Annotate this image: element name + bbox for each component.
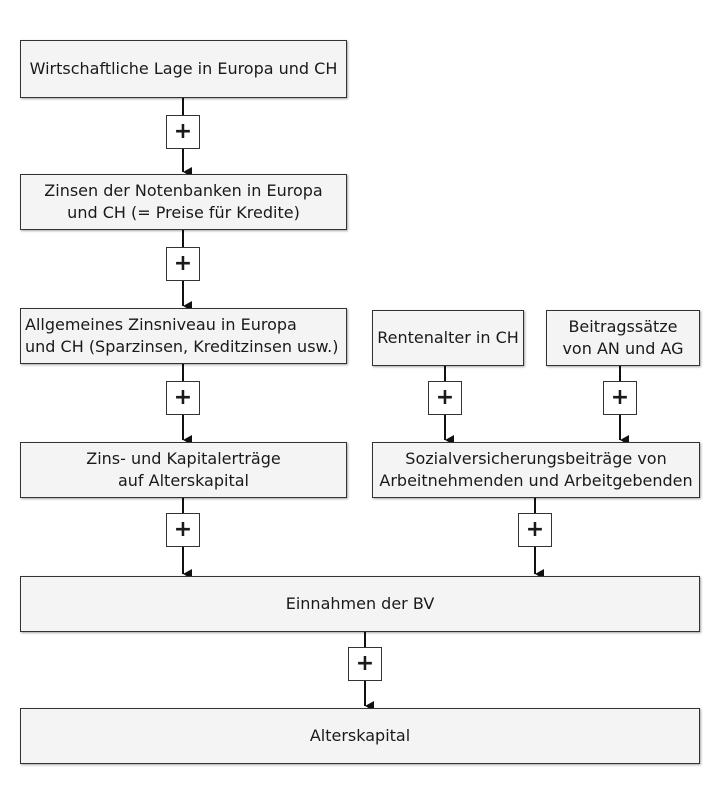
box-alterskapital: Alterskapital [20, 708, 700, 764]
box-einnahmen-bv: Einnahmen der BV [20, 576, 700, 632]
plus-sign: + [348, 647, 382, 681]
plus-sign: + [428, 381, 462, 415]
box-beitragssaetze: Beitragssätze von AN und AG [546, 310, 700, 366]
plus-sign: + [166, 115, 200, 149]
box-allgemeines-zinsniveau: Allgemeines Zinsniveau in Europa und CH … [20, 308, 347, 364]
box-rentenalter: Rentenalter in CH [372, 310, 524, 366]
box-sozialversicherungsbeitraege: Sozialversicherungsbeiträge von Arbeitne… [372, 442, 700, 498]
box-wirtschaftliche-lage: Wirtschaftliche Lage in Europa und CH [20, 40, 347, 98]
box-zinsen-notenbanken: Zinsen der Notenbanken in Europa und CH … [20, 174, 347, 230]
plus-sign: + [518, 513, 552, 547]
plus-sign: + [166, 381, 200, 415]
plus-sign: + [166, 247, 200, 281]
plus-sign: + [166, 513, 200, 547]
box-zins-kapitalertraege: Zins- und Kapitalerträge auf Alterskapit… [20, 442, 347, 498]
plus-sign: + [603, 381, 637, 415]
